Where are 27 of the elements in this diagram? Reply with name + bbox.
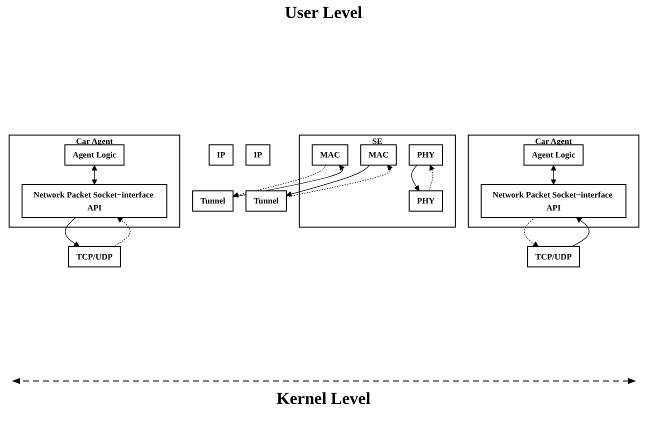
node-box: IP	[244, 144, 270, 166]
node-box: Network Packet Socket−interface API	[480, 184, 626, 218]
node-box: MAC	[360, 144, 396, 166]
arrow	[64, 217, 79, 247]
arrow	[524, 217, 538, 247]
arrow	[91, 165, 97, 185]
node-box: Network Packet Socket−interface API	[21, 184, 167, 218]
node-box: MAC	[311, 144, 348, 166]
node-box: Tunnel	[244, 190, 286, 212]
node-box: Agent Logic	[64, 144, 124, 166]
arrow	[550, 165, 556, 185]
arrow	[428, 164, 434, 192]
arrow	[571, 217, 589, 247]
node-box: TCP/UDP	[68, 246, 120, 268]
node-box: PHY	[408, 144, 442, 166]
arrow	[112, 217, 130, 247]
level-label: User Level	[284, 3, 362, 23]
arrow	[286, 164, 392, 198]
level-label: Kernel Level	[276, 389, 370, 409]
node-box: Agent Logic	[523, 144, 584, 166]
node-box: TCP/UDP	[526, 246, 580, 268]
node-box: IP	[208, 144, 234, 166]
arrow	[286, 164, 370, 197]
arrow	[232, 164, 326, 198]
node-box: PHY	[408, 190, 442, 212]
node-box: Tunnel	[192, 190, 234, 212]
arrow	[410, 164, 419, 192]
